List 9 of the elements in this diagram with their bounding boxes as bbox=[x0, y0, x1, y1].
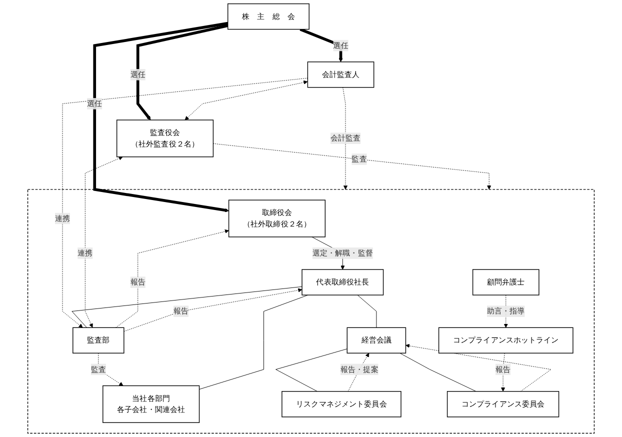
cluster bbox=[27, 189, 595, 434]
connector bbox=[72, 286, 302, 328]
arrow bbox=[93, 22, 229, 212]
connector bbox=[199, 294, 308, 390]
connector bbox=[400, 352, 476, 392]
arrow bbox=[300, 28, 343, 62]
connector bbox=[276, 348, 348, 392]
arrow bbox=[136, 24, 228, 120]
connector bbox=[357, 294, 377, 328]
